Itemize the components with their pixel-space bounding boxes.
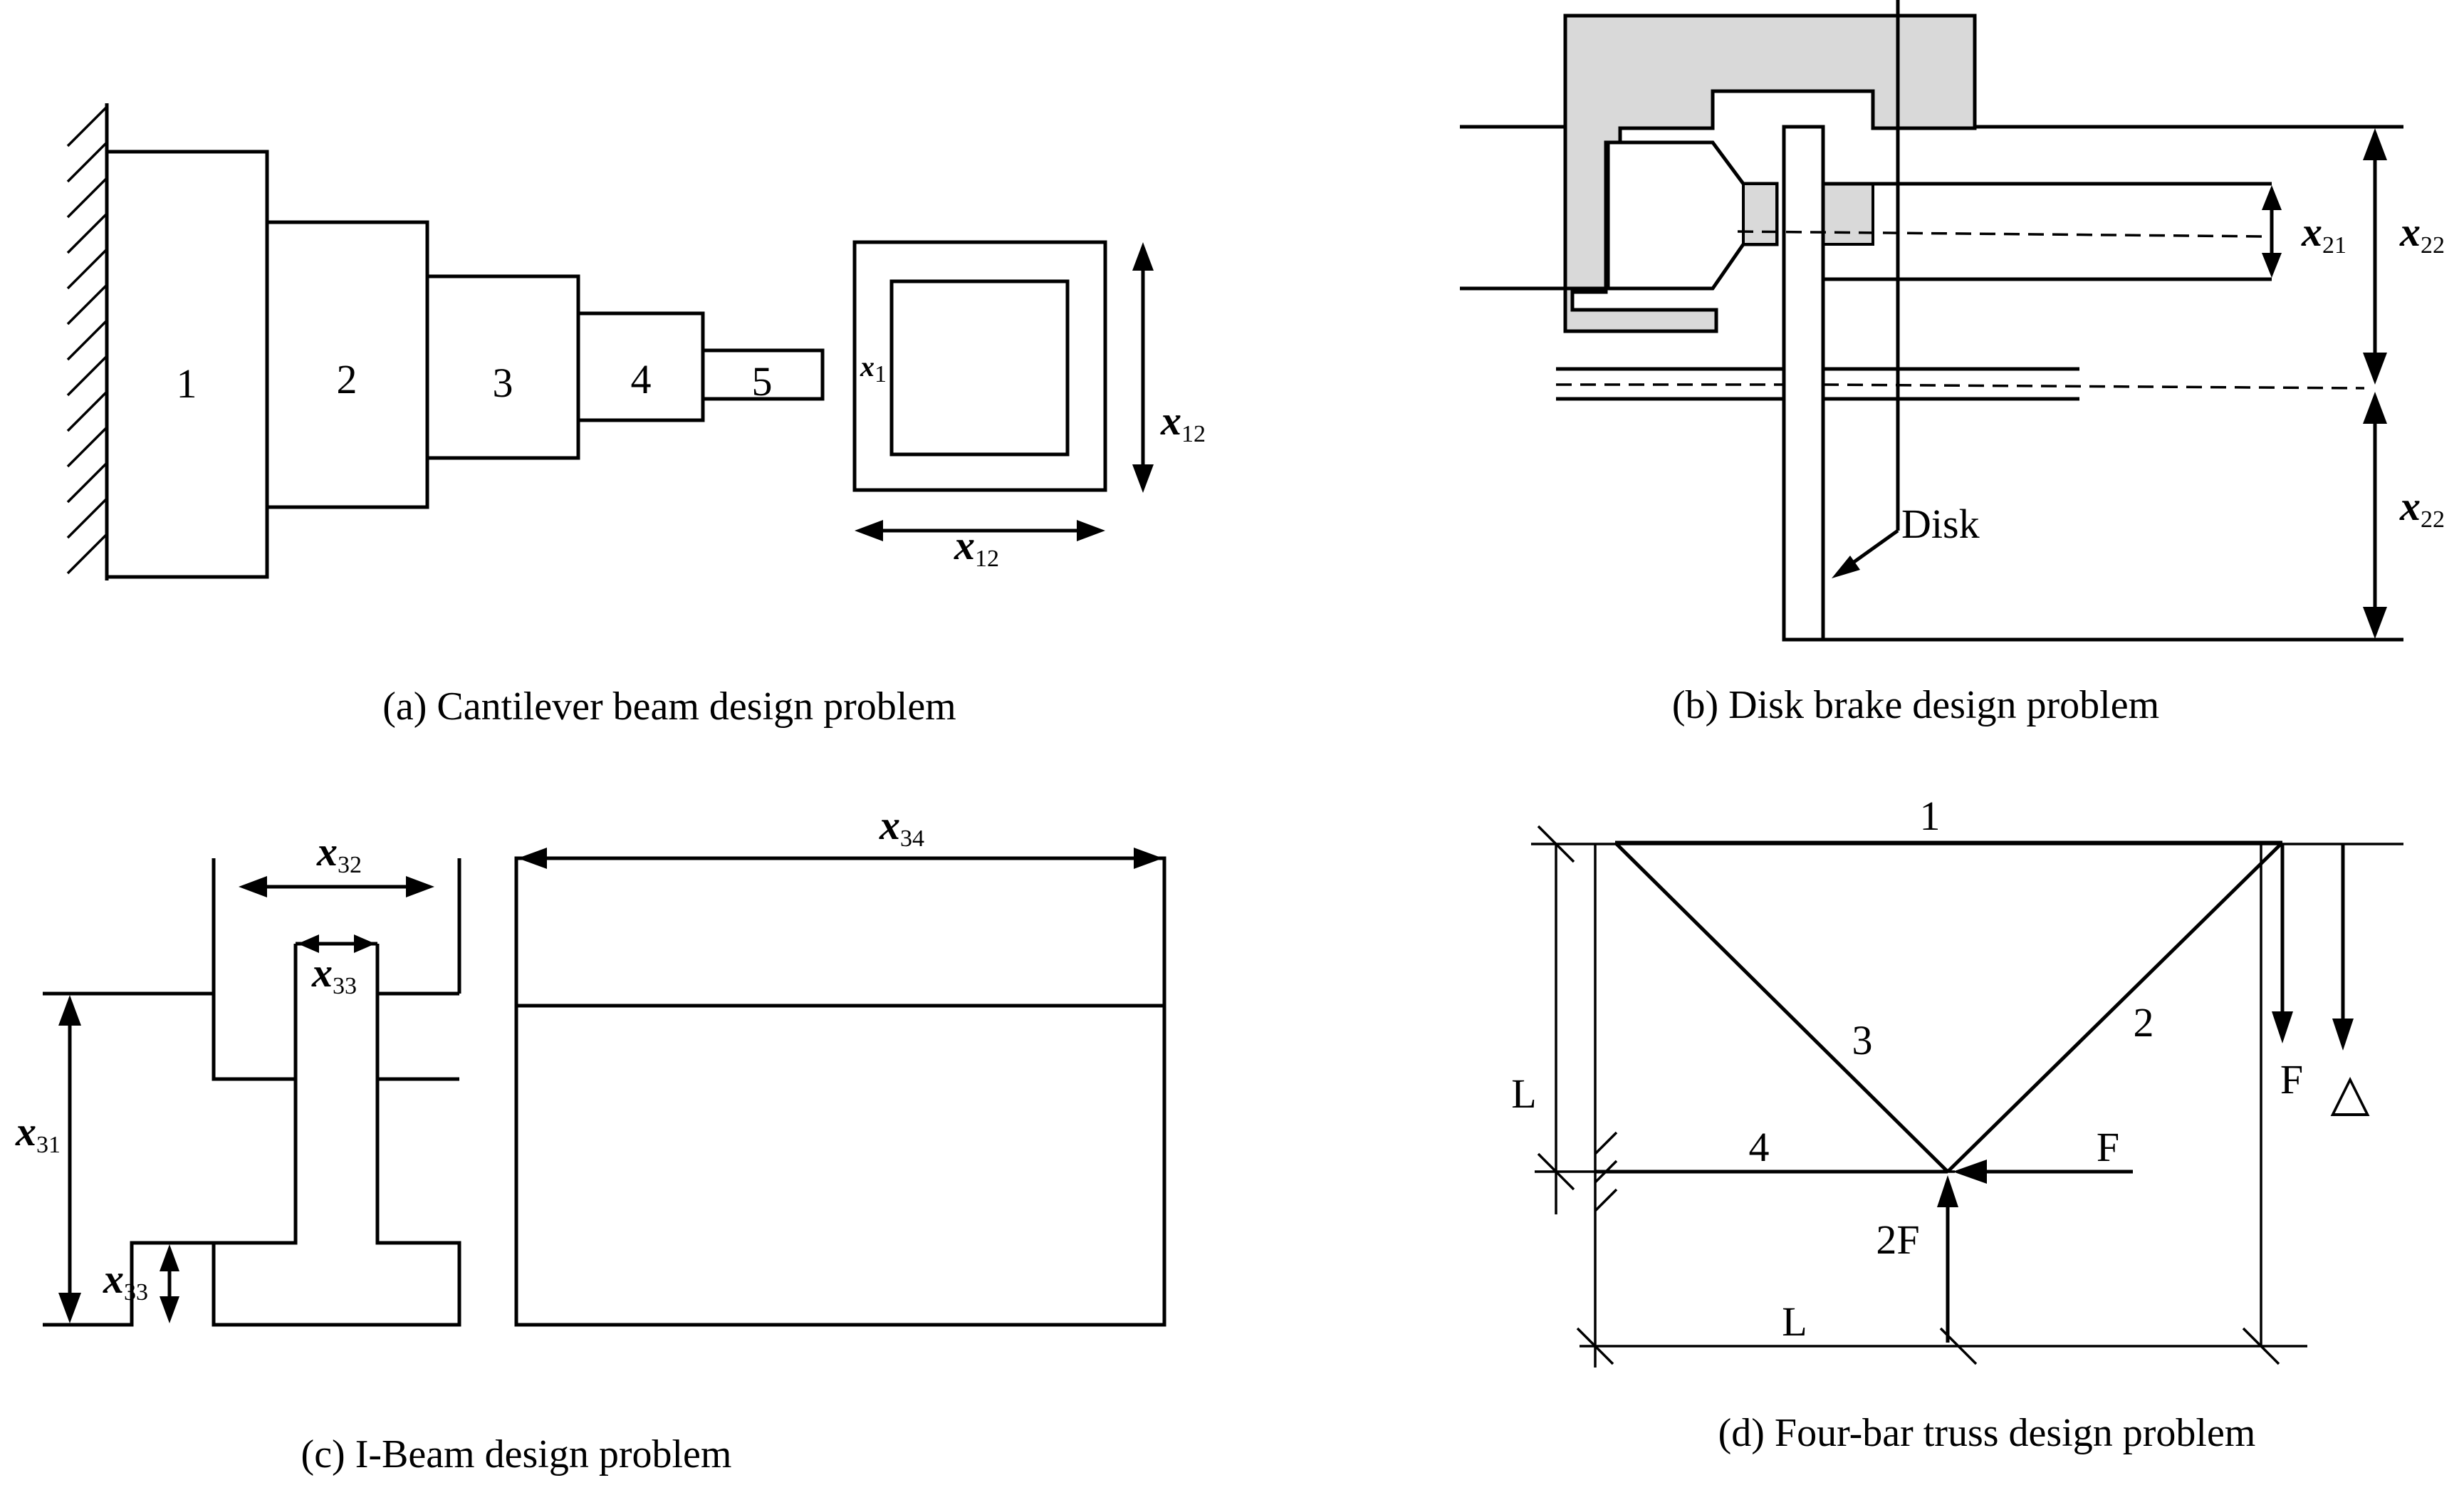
caption-a: (a) Cantilever beam design problem bbox=[382, 684, 956, 729]
dim-arrow-x33-web bbox=[298, 934, 375, 953]
dim-arrow-x31 bbox=[58, 995, 81, 1323]
displacement-symbol: △ bbox=[2330, 1064, 2370, 1121]
cross-section-inner bbox=[889, 279, 1070, 457]
bar-label-2: 2 bbox=[2134, 999, 2154, 1046]
force-arrow-horizontal bbox=[1953, 1160, 2133, 1184]
cross-section-outer bbox=[852, 240, 1107, 492]
bar-label-1: 1 bbox=[1920, 793, 1941, 839]
disk-leader-arrow bbox=[1832, 0, 1900, 578]
beam-side-view bbox=[514, 856, 1166, 1327]
var-x12-height: x12 bbox=[1160, 397, 1206, 447]
dim-arrow-x22-bottom bbox=[2363, 392, 2387, 639]
var-x32: x32 bbox=[316, 828, 362, 878]
panel-c-ibeam: x32 x33 x31 x33 bbox=[15, 802, 1166, 1476]
dim-ticks bbox=[1537, 825, 2280, 1365]
segment-label-4: 4 bbox=[631, 356, 652, 402]
dim-arrow-x22-top bbox=[2363, 128, 2387, 385]
panel-d-truss: 1 2 3 4 F △ F 2F L L (d) Four-bar truss … bbox=[1511, 793, 2403, 1455]
segment-label-2: 2 bbox=[337, 356, 357, 402]
var-x33-flange: x33 bbox=[103, 1256, 148, 1306]
var-x22-bottom: x22 bbox=[2399, 483, 2445, 533]
dim-arrow-height bbox=[1132, 242, 1154, 493]
disk-label: Disk bbox=[1901, 501, 1980, 547]
force-label-up: 2F bbox=[1876, 1217, 1919, 1263]
truss-bar-2 bbox=[1946, 841, 2284, 1173]
brake-disk bbox=[1782, 125, 1825, 642]
var-x21: x21 bbox=[2301, 209, 2346, 259]
brake-pad-right bbox=[1822, 182, 1874, 246]
var-x33-web: x33 bbox=[311, 949, 357, 999]
force-arrow-up bbox=[1937, 1175, 1958, 1343]
ibeam-section-right bbox=[212, 858, 461, 1327]
beam-segment-5 bbox=[701, 348, 825, 401]
dim-arrow-x34 bbox=[518, 848, 1163, 869]
caption-c: (c) I-Beam design problem bbox=[301, 1432, 732, 1476]
axis-centerline bbox=[1822, 383, 2365, 390]
bar-label-4: 4 bbox=[1749, 1124, 1770, 1170]
caption-b: (b) Disk brake design problem bbox=[1672, 683, 2159, 727]
segment-label-5: 5 bbox=[752, 358, 773, 405]
dim-label-L-vertical: L bbox=[1511, 1071, 1536, 1117]
brake-pad-left bbox=[1742, 182, 1778, 246]
force-label-horizontal: F bbox=[2097, 1124, 2119, 1170]
dim-arrow-x21 bbox=[2262, 185, 2282, 278]
dim-arrow-width bbox=[855, 520, 1105, 541]
displacement-arrow bbox=[2332, 844, 2354, 1051]
pad-centerline bbox=[1737, 230, 2265, 238]
dim-arrow-x32 bbox=[239, 876, 434, 897]
var-x31: x31 bbox=[15, 1108, 61, 1158]
force-arrow-down bbox=[2272, 844, 2293, 1043]
wall-hatch bbox=[66, 105, 108, 575]
bar-label-3: 3 bbox=[1852, 1017, 1873, 1063]
dim-arrow-x33-flange bbox=[160, 1244, 179, 1323]
segment-label-1: 1 bbox=[177, 360, 197, 407]
caption-d: (d) Four-bar truss design problem bbox=[1718, 1411, 2256, 1455]
var-x1: x1 bbox=[860, 350, 887, 387]
panel-b-disk-brake: x21 x22 x22 Disk (b) Disk brake design p… bbox=[1460, 0, 2445, 727]
truss-bar-3 bbox=[1614, 841, 1949, 1173]
panel-a-cantilever: 1 2 3 4 5 x1 x12 x12 (a) Cantilever beam… bbox=[66, 103, 1206, 729]
dim-label-L-horizontal: L bbox=[1782, 1298, 1807, 1345]
segment-label-3: 3 bbox=[493, 360, 513, 406]
var-x34: x34 bbox=[879, 802, 924, 852]
force-label-down: F bbox=[2280, 1056, 2303, 1103]
ibeam-section-left bbox=[43, 991, 298, 1327]
var-x12-width: x12 bbox=[954, 522, 999, 572]
var-x22-top: x22 bbox=[2399, 209, 2445, 259]
